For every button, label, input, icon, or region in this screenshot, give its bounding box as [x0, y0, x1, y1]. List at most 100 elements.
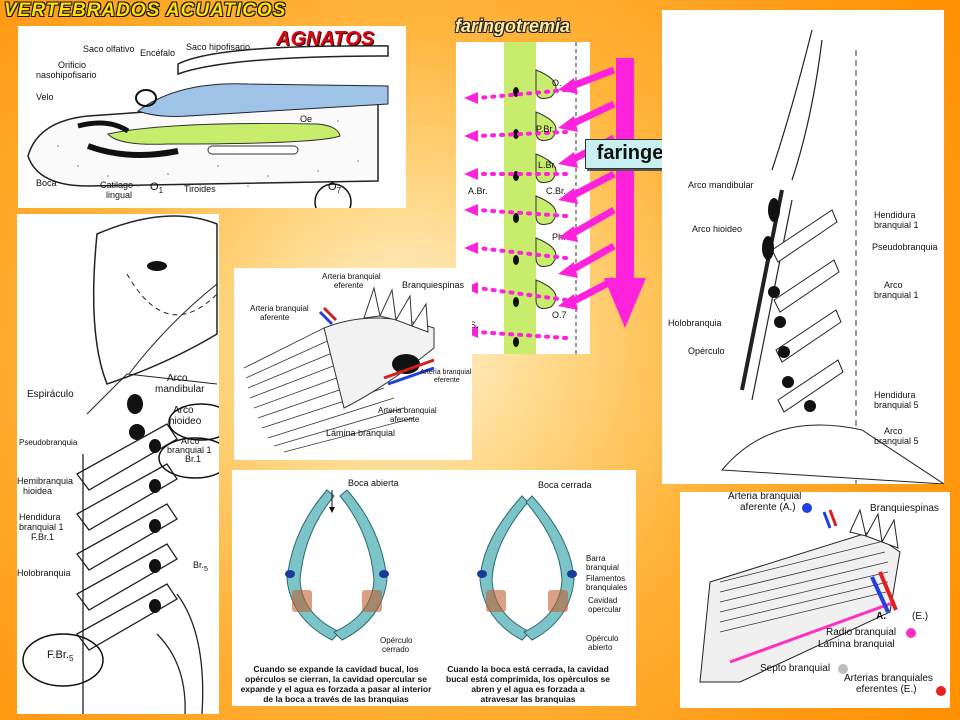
- label-barra-1: Barra: [586, 554, 606, 563]
- label-aferente-2: aferente (A.): [740, 502, 796, 513]
- label-hendidura-5-a: Hendidura: [874, 390, 916, 400]
- dot-radio: [906, 628, 916, 638]
- label-cbr: C.Br.: [546, 186, 567, 196]
- faringotremia-title: faringotremia: [455, 16, 571, 36]
- skull-panel: Arco mandibular Espiráculo Arco hioideo …: [17, 214, 219, 714]
- mouth-panel: Boca abierta Boca cerrada Barra branquia…: [232, 470, 636, 706]
- label-cavidad-2: opercular: [588, 605, 622, 614]
- label-br1: Br.1: [185, 454, 202, 464]
- label-arco-5-b: branquial 5: [874, 436, 919, 446]
- gill-drawing: [243, 286, 435, 453]
- caption-left: Cuando se expande la cavidad bucal, los …: [240, 664, 432, 704]
- label-arteria-eferente-right-1: Arteria branquial: [420, 369, 472, 376]
- label-arco-1-a: Arco: [884, 280, 903, 290]
- label-tiroides: Tiroides: [184, 184, 216, 194]
- label-br5: Br.5: [193, 560, 208, 573]
- label-septo: Septo branquial: [760, 663, 831, 674]
- label-arco-branquial-1: Arco: [181, 436, 200, 446]
- label-arco-mandibular: Arco mandibular: [688, 180, 754, 190]
- label-arteria-eferente-right-2: eferente: [434, 377, 460, 384]
- label-abr: A.Br.: [468, 186, 488, 196]
- label-saco-olfativo: Saco olfativo: [83, 44, 135, 54]
- label-hendidura-5-b: branquial 5: [874, 400, 919, 410]
- agnatos-panel: AGNATOS Saco olfativo Encéfalo Saco hipo…: [18, 26, 406, 208]
- mouth-drawing: [285, 489, 577, 641]
- label-arco-hioideo-1: Arco: [173, 405, 194, 416]
- arch-panel: Arteria branquial aferente (A.) Branquie…: [680, 492, 950, 708]
- label-lamina-arch: Lámina branquial: [818, 639, 895, 650]
- label-arco-hioideo: Arco hioideo: [692, 224, 743, 234]
- label-hendidura-2: branquial 1: [19, 522, 64, 532]
- label-arteria-aferente-left-1: Arteria branquial: [250, 304, 309, 313]
- label-pbr: P.Br.: [536, 124, 555, 134]
- label-arco-mandibular-1: Arco: [167, 373, 188, 384]
- label-eferentes-2: eferentes (E.): [856, 684, 917, 695]
- label-arco-1-b: branquial 1: [874, 290, 919, 300]
- label-branquiespinas: Branquiespinas: [402, 280, 465, 290]
- arch-drawing: [699, 508, 901, 683]
- label-operculo-abierto-2: abierto: [588, 643, 613, 652]
- label-branquiespinas-arch: Branquiespinas: [870, 503, 939, 514]
- slide-title: VERTEBRADOS ACUATICOS: [4, 0, 287, 21]
- label-boca-cerrada: Boca cerrada: [538, 480, 592, 490]
- label-barra-2: branquial: [586, 563, 619, 572]
- label-hemibranquia-1: Hemibranquia: [17, 476, 74, 486]
- label-o7-faringo: O.7: [552, 310, 567, 320]
- label-o: O.: [552, 78, 562, 88]
- label-boca: Boca: [36, 178, 57, 188]
- label-aferente-1: Arteria branquial: [728, 492, 802, 502]
- label-orificio: Orificio: [58, 60, 87, 70]
- label-eferentes-1: Arterias branquiales: [844, 673, 933, 684]
- dot-eferentes: [936, 686, 946, 696]
- label-arco-5-a: Arco: [884, 426, 903, 436]
- label-filamentos-1: Filamentos: [586, 574, 626, 583]
- label-arteria-eferente-top-1: Arteria branquial: [322, 272, 381, 281]
- label-arco-mandibular-2: mandibular: [155, 384, 205, 395]
- label-hendidura-1: Hendidura: [19, 512, 61, 522]
- label-e: (E.): [912, 611, 929, 622]
- label-boca-abierta: Boca abierta: [348, 478, 399, 488]
- label-nasohipofisario: nasohipofisario: [36, 70, 97, 80]
- label-operculo-abierto-1: Opérculo: [586, 634, 619, 643]
- shark-drawing: [720, 29, 944, 484]
- label-encefalo: Encéfalo: [140, 48, 176, 58]
- gill-panel: Arteria branquial eferente Branquiespina…: [234, 268, 472, 460]
- label-velo: Velo: [36, 92, 54, 102]
- label-pseudobranquia: Pseudobranquia: [19, 438, 78, 447]
- label-fbr5: F.Br.5: [47, 649, 74, 664]
- label-arco-hioideo-2: hioideo: [169, 416, 202, 427]
- label-arteria-aferente-bottom-2: aferente: [390, 415, 420, 424]
- label-hendidura-1-a: Hendidura: [874, 210, 916, 220]
- label-hemibranquia-2: hioidea: [23, 486, 53, 496]
- label-filamentos-2: branquiales: [586, 583, 628, 592]
- label-pseudobranquia-shark: Pseudobranquia: [872, 242, 938, 252]
- label-arco-branquial-2: branquial 1: [167, 445, 212, 455]
- agnatos-label: AGNATOS: [276, 28, 375, 50]
- faringotremia-panel: O. P.Br. L.Br. A.Br. C.Br. Ph. O.7 S.: [456, 42, 590, 354]
- skull-drawing: [22, 215, 219, 714]
- agnatos-drawing: [27, 45, 389, 208]
- label-o7: O7: [328, 181, 342, 196]
- label-radio: Radio branquial: [826, 627, 897, 638]
- label-catilago: Catilago: [100, 180, 134, 190]
- label-ph: Ph.: [552, 232, 566, 242]
- label-operculo-cerrado-1: Opérculo: [380, 636, 413, 645]
- label-lbr: L.Br.: [538, 160, 557, 170]
- faringe-label: faringe: [585, 139, 675, 169]
- label-operculo: Opérculo: [688, 346, 725, 356]
- label-holobranquia: Holobranquia: [17, 568, 71, 578]
- dot-septo: [838, 664, 848, 674]
- label-espiraculo: Espiráculo: [27, 389, 74, 400]
- label-fbr1: F.Br.1: [31, 532, 55, 542]
- label-oe: Oe: [300, 114, 313, 124]
- shark-panel: Arco mandibular Arco hioideo Hendidura b…: [662, 10, 944, 484]
- label-holobranquia-shark: Holobranquia: [668, 318, 722, 328]
- label-cavidad-1: Cavidad: [588, 596, 618, 605]
- label-arteria-eferente-top-2: eferente: [334, 281, 364, 290]
- label-arteria-aferente-bottom-1: Arteria branquial: [378, 406, 437, 415]
- caption-right: Cuando la boca está cerrada, la cavidad …: [446, 664, 610, 704]
- label-lingual: lingual: [106, 190, 133, 200]
- dot-aferente: [802, 503, 812, 513]
- label-a: A.: [876, 611, 886, 622]
- label-arteria-aferente-left-2: aferente: [260, 313, 290, 322]
